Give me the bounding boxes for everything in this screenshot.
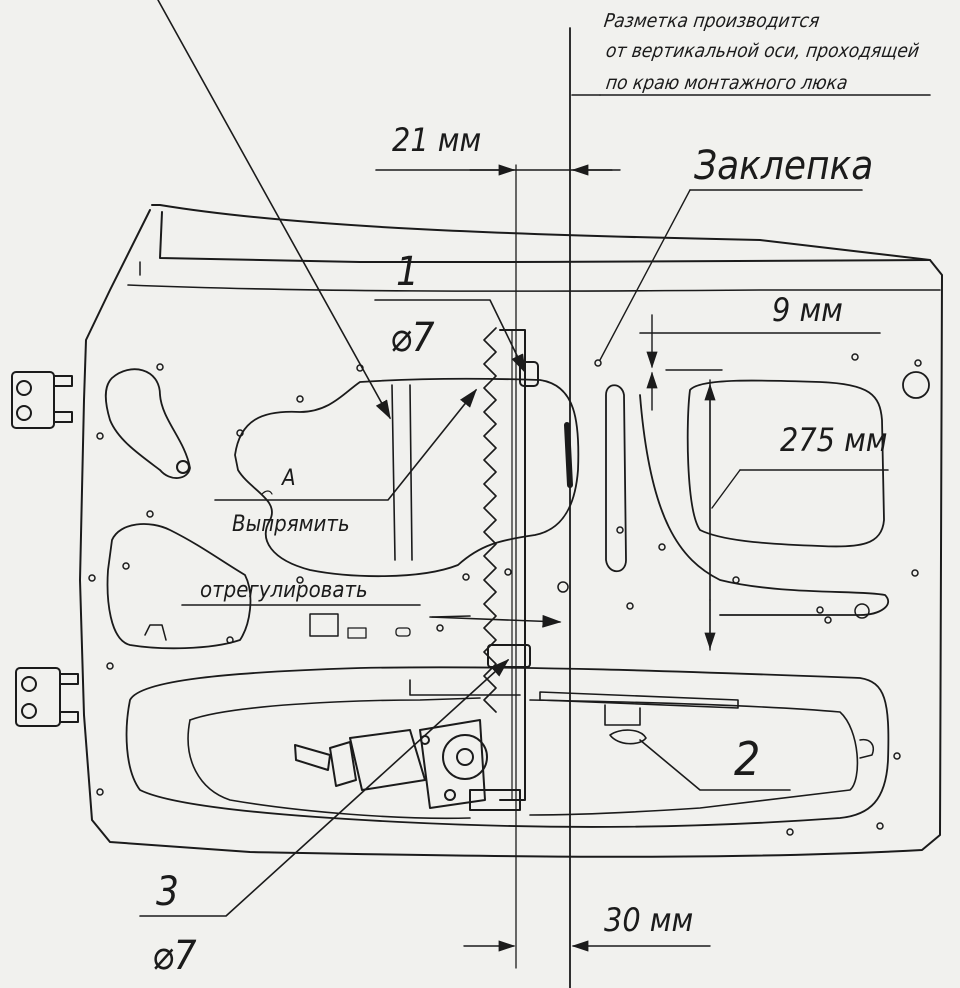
lower-hinge bbox=[15, 667, 79, 727]
window-motor bbox=[294, 719, 521, 811]
dimension-275mm: 275 мм bbox=[780, 421, 888, 459]
upper-hinge bbox=[11, 371, 73, 429]
central-cutout bbox=[234, 377, 580, 578]
marking-note-line-3: по краю монтажного люка bbox=[604, 72, 850, 94]
lower-left-cutout bbox=[106, 523, 252, 650]
marking-note-line-2: от вертикальной оси, проходящей bbox=[604, 40, 921, 62]
callout-2: 2 bbox=[734, 732, 761, 786]
marking-note-line-1: Разметка производится bbox=[602, 10, 821, 32]
dimension-30mm: 30 мм bbox=[604, 901, 694, 939]
adjust-label: отрегулировать bbox=[200, 578, 368, 603]
mounting-holes bbox=[88, 353, 922, 836]
dimension-9mm: 9 мм bbox=[772, 291, 843, 329]
toothed-rack bbox=[483, 327, 497, 713]
lower-cutout bbox=[125, 666, 890, 828]
diameter-7-lower: ⌀7 bbox=[152, 933, 197, 979]
rivet-label: Заклепка bbox=[694, 143, 874, 189]
upper-left-cutout bbox=[104, 368, 191, 479]
view-a-label: А bbox=[282, 466, 296, 491]
straighten-label: Выпрямить bbox=[232, 512, 350, 537]
right-cutout bbox=[686, 379, 885, 548]
dimension-21mm: 21 мм bbox=[392, 121, 482, 159]
door-outline bbox=[79, 204, 943, 858]
callout-3: 3 bbox=[156, 869, 179, 915]
diameter-7-upper: ⌀7 bbox=[390, 315, 435, 361]
callout-1: 1 bbox=[396, 249, 419, 295]
window-frame bbox=[159, 211, 931, 263]
